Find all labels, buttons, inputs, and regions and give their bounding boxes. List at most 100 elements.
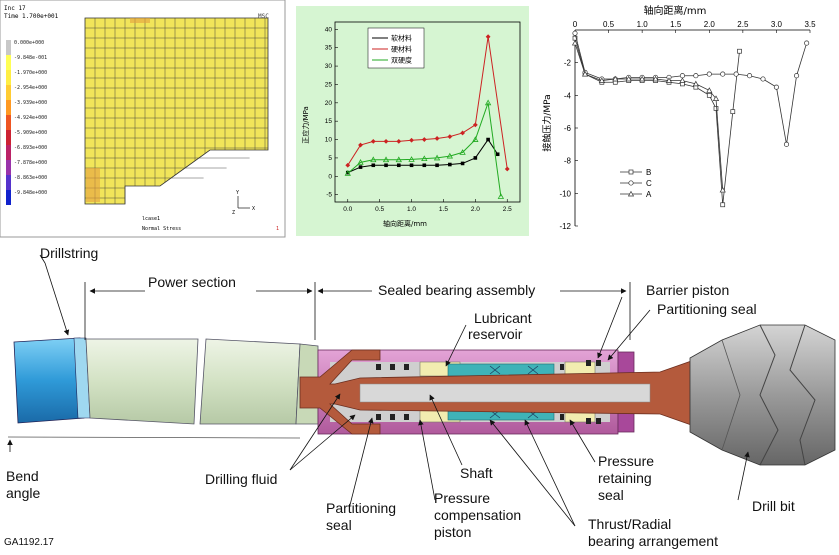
drill-bit-body [689, 324, 836, 466]
label-pressure-retaining-3: seal [598, 487, 624, 503]
label-lubricant-reservoir-2: reservoir [468, 326, 523, 342]
chart2-xtick-label: 0 [573, 20, 578, 29]
chart2-point [720, 71, 726, 77]
chart1-ytick-label: 15 [325, 118, 333, 125]
chart2-point [581, 70, 589, 77]
fe-legend-value: -2.954e+000 [14, 85, 47, 91]
label-pressure-compensation-3: piston [434, 524, 471, 540]
fe-legend-swatch [6, 160, 11, 175]
chart2-legend-label: A [646, 190, 652, 199]
chart1-point [370, 156, 377, 163]
chart2-xtick-label: 2.5 [737, 20, 749, 29]
fe-stress-contour-panel: Inc 17 Time 1.700e+001 MSC 0.000e+000-9.… [0, 0, 286, 238]
chart1-point [383, 138, 389, 144]
label-thrust-radial-1: Thrust/Radial [588, 516, 671, 532]
chart2-point [804, 40, 810, 46]
chart1-point [486, 137, 490, 142]
chart2-point [730, 109, 736, 115]
chart2-point [747, 73, 753, 79]
chart1-point [370, 138, 376, 144]
chart2-xtick-label: 1.0 [637, 20, 649, 29]
label-partitioning-seal-bottom-1: Partitioning [326, 500, 396, 516]
chart1-point [396, 163, 401, 168]
label-pressure-compensation-1: Pressure [434, 490, 490, 506]
chart2-point [719, 186, 726, 193]
chart1-point [484, 99, 492, 106]
chart1-legend-label: 双硬度 [391, 56, 412, 65]
chart1-xtick-label: 0.0 [343, 206, 352, 213]
chart1-xtick-label: 2.5 [503, 206, 512, 213]
figure-id: GA1192.17 [4, 537, 54, 548]
chart2-legend-marker [628, 169, 634, 175]
chart1-plot-frame [334, 21, 521, 203]
fe-legend-value: -4.924e+000 [14, 115, 47, 121]
chart2-point [572, 30, 578, 36]
fe-axis-y: Y [236, 190, 239, 196]
seal-blocks [376, 360, 601, 424]
chart1-point [421, 137, 427, 142]
label-partitioning-seal-bottom-2: seal [326, 517, 352, 533]
chart2-series-line [574, 33, 808, 145]
chart1-ylabel: 正应力/MPa [301, 106, 310, 144]
fe-legend-value: 0.000e+000 [14, 40, 44, 46]
chart2-ytick-label: -4 [564, 91, 572, 100]
drill-bit-cutter-edge [759, 324, 779, 466]
chart1-ytick-label: 30 [325, 63, 333, 70]
chart2-series-group [571, 30, 810, 208]
fe-legend-value: -7.878e+000 [14, 160, 47, 166]
fe-legend-swatch [6, 130, 11, 145]
chart2-point [692, 80, 699, 87]
chart1-point [434, 136, 440, 141]
chart1-point [382, 156, 390, 163]
chart2-point [598, 77, 605, 83]
dimension-lines [84, 282, 631, 340]
bend-reference-line [7, 436, 301, 439]
chart2-point [760, 76, 766, 82]
fe-legend-swatch [6, 100, 11, 115]
label-pressure-retaining-2: retaining [598, 470, 652, 486]
chart2-ytick-label: -6 [564, 124, 572, 133]
fe-legend-value: -5.909e+000 [14, 130, 47, 136]
label-bend-1: Bend [6, 468, 39, 484]
label-partitioning-seal-top: Partitioning seal [657, 301, 757, 317]
chart2-point [713, 106, 719, 111]
fe-axis-z: Z [232, 210, 235, 216]
chart2-xtick-label: 2.0 [704, 20, 716, 29]
chart1-point [504, 166, 510, 172]
chart2-point [625, 75, 632, 82]
chart1-point [345, 170, 350, 175]
chart2-legend: BCA [620, 168, 652, 199]
fe-color-legend: 0.000e+000-9.848e-001-1.970e+000-2.954e+… [6, 40, 47, 205]
chart1-ytick-label: 10 [325, 137, 333, 144]
chart1-series-line [347, 102, 502, 197]
fe-stress-hotspot [86, 168, 100, 202]
drill-bit-shoulder [721, 339, 741, 451]
chart1-xtick-label: 1.5 [439, 206, 448, 213]
chart2-point [712, 95, 720, 101]
label-shaft: Shaft [460, 465, 493, 481]
shaft-bore [359, 383, 651, 403]
chart1-point [472, 122, 478, 128]
chart1-point [384, 163, 388, 168]
chart2-point [733, 71, 739, 77]
fe-legend-swatch [6, 175, 11, 190]
chart1-point [371, 163, 376, 168]
chart1-ytick-label: -5 [326, 192, 332, 199]
mud-motor-diagram: Drillstring Power section Sealed bearing… [4, 245, 836, 549]
chart2-point [720, 202, 726, 208]
fe-inc-label: Inc 17 [4, 5, 26, 12]
label-drilling-fluid: Drilling fluid [205, 471, 277, 487]
chart2-ytick-label: -10 [559, 189, 571, 198]
chart2-legend-label: C [646, 179, 652, 188]
fe-legend-value: -3.939e+000 [14, 100, 47, 106]
chart1-point [447, 134, 453, 140]
fe-legend-value: -1.970e+000 [14, 70, 47, 76]
chart2-point [706, 87, 713, 93]
chart1-ytick-label: 40 [325, 26, 333, 33]
power-section-segment-1 [85, 338, 199, 425]
fe-legend-swatch [6, 190, 11, 205]
label-barrier-piston: Barrier piston [646, 282, 729, 298]
chart1-legend-label: 软材料 [391, 34, 412, 43]
